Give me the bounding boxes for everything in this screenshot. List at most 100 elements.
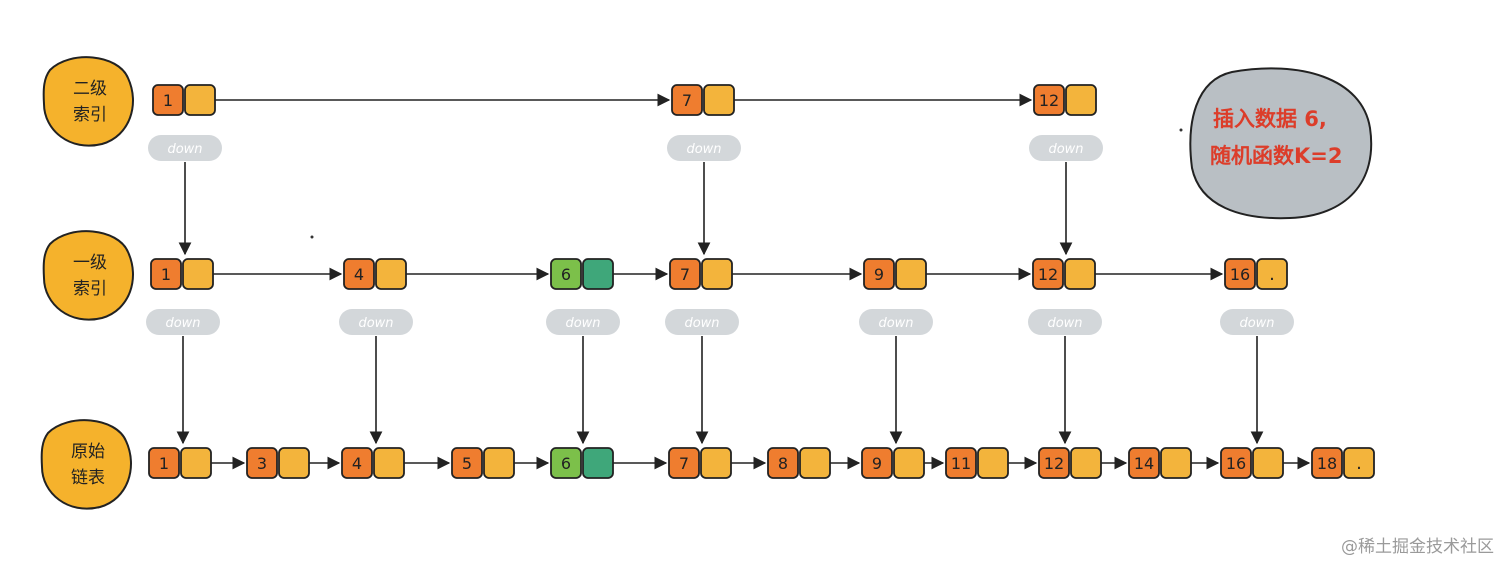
node-value-cell (671, 84, 703, 116)
node-value: 12 (1038, 265, 1058, 284)
node-value: 3 (257, 454, 267, 473)
down-pill: down (1220, 309, 1294, 335)
node-7: 7 (668, 447, 732, 479)
node-1: 1 (150, 258, 214, 290)
down-label: down (1047, 316, 1082, 331)
node-value-cell (1032, 258, 1064, 290)
down-pill-shape (1029, 135, 1103, 161)
down-label: down (1048, 142, 1083, 157)
level-label-line: 原始 (71, 442, 105, 462)
node-pointer-cell (375, 258, 407, 290)
down-label: down (167, 142, 202, 157)
down-pill: down (667, 135, 741, 161)
down-label: down (878, 316, 913, 331)
node-value: 7 (680, 265, 690, 284)
down-labels: down down down down down down down down down down (146, 135, 1294, 335)
node-16: 16. (1224, 258, 1288, 290)
level-label-line: 索引 (73, 279, 107, 299)
node-value: 8 (778, 454, 788, 473)
stray-dot (310, 235, 314, 239)
node-pointer-cell (1070, 447, 1102, 479)
node-value-cell (148, 447, 180, 479)
node-pointer-cell (1252, 447, 1284, 479)
null-pointer-mark: . (1356, 453, 1362, 474)
node-value-cell (1128, 447, 1160, 479)
down-label: down (358, 316, 393, 331)
level-label-line: 链表 (71, 468, 105, 488)
node-value: 14 (1134, 454, 1154, 473)
node-16: 16 (1220, 447, 1284, 479)
node-pointer-cell (893, 447, 925, 479)
node-value-cell (945, 447, 977, 479)
level-label-line: 索引 (73, 105, 107, 125)
node-pointer-cell (977, 447, 1009, 479)
node-value: 4 (352, 454, 362, 473)
down-pill: down (1028, 309, 1102, 335)
node-4: 4 (341, 447, 405, 479)
down-pill-shape (1220, 309, 1294, 335)
down-label: down (684, 316, 719, 331)
node-3: 3 (246, 447, 310, 479)
node-pointer-cell (182, 258, 214, 290)
node-value-cell (152, 84, 184, 116)
node-value-cell (1311, 447, 1343, 479)
node-value-cell (343, 258, 375, 290)
node-9: 9 (861, 447, 925, 479)
node-pointer-cell (703, 84, 735, 116)
node-6: 6 (550, 258, 614, 290)
label-blob (42, 230, 134, 321)
node-7: 7 (671, 84, 735, 116)
node-value-cell (1220, 447, 1252, 479)
node-value-cell (1224, 258, 1256, 290)
node-value: 18 (1317, 454, 1337, 473)
node-value: 5 (462, 454, 472, 473)
level-label-line: 一级 (73, 253, 107, 273)
node-pointer-cell (582, 447, 614, 479)
node-value: 6 (561, 265, 571, 284)
node-value: 4 (354, 265, 364, 284)
node-5: 5 (451, 447, 515, 479)
node-value: 1 (161, 265, 171, 284)
watermark: @稀土掘金技术社区 (1341, 537, 1494, 557)
down-pill-shape (859, 309, 933, 335)
node-1: 1 (152, 84, 216, 116)
down-pill-shape (665, 309, 739, 335)
down-pill: down (859, 309, 933, 335)
down-pill-shape (146, 309, 220, 335)
node-pointer-cell (483, 447, 515, 479)
node-pointer-cell (278, 447, 310, 479)
null-pointer-mark: . (1269, 264, 1275, 285)
node-value: 12 (1039, 91, 1059, 110)
down-label: down (565, 316, 600, 331)
down-pill-shape (148, 135, 222, 161)
node-6: 6 (550, 447, 614, 479)
node-value: 7 (679, 454, 689, 473)
note-line-1: 插入数据 6, (1213, 107, 1327, 131)
node-value: 7 (682, 91, 692, 110)
down-label: down (165, 316, 200, 331)
down-pill: down (665, 309, 739, 335)
node-value: 16 (1230, 265, 1250, 284)
node-4: 4 (343, 258, 407, 290)
insert-note: 插入数据 6, 随机函数K=2 (1179, 67, 1373, 220)
node-7: 7 (669, 258, 733, 290)
node-value-cell (550, 447, 582, 479)
down-pill-shape (1028, 309, 1102, 335)
node-pointer-cell (799, 447, 831, 479)
node-11: 11 (945, 447, 1009, 479)
node-value-cell (150, 258, 182, 290)
down-pill: down (1029, 135, 1103, 161)
stray-dot (1179, 128, 1183, 132)
node-value-cell (669, 258, 701, 290)
node-pointer-cell (184, 84, 216, 116)
node-12: 12 (1038, 447, 1102, 479)
node-value-cell (767, 447, 799, 479)
down-label: down (686, 142, 721, 157)
node-pointer-cell (373, 447, 405, 479)
node-pointer-cell (701, 258, 733, 290)
node-value-cell (861, 447, 893, 479)
down-label: down (1239, 316, 1274, 331)
node-value: 12 (1044, 454, 1064, 473)
